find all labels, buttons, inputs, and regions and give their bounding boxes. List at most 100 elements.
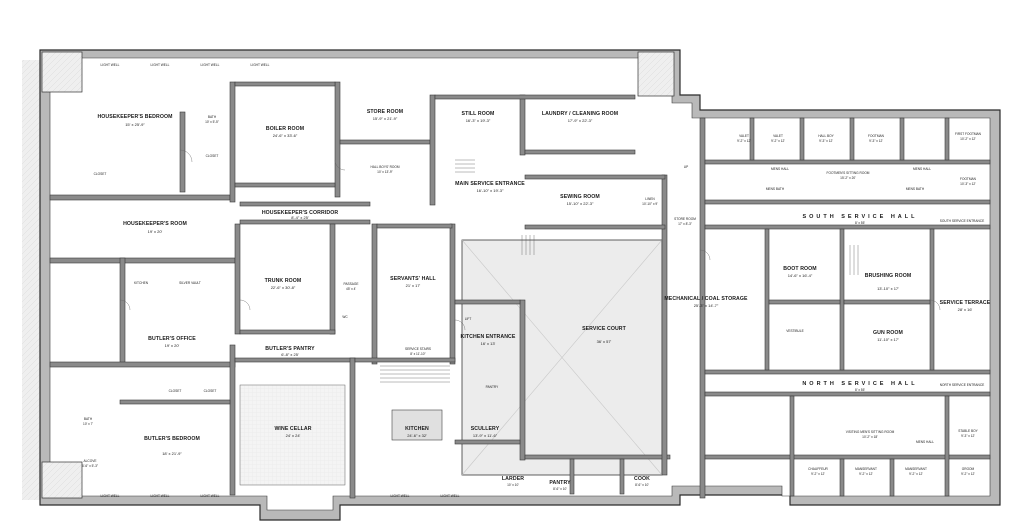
svg-text:LIGHT WELL: LIGHT WELL (441, 494, 460, 498)
svg-text:15'-2" x 20': 15'-2" x 20' (840, 176, 856, 180)
valet-1-label: VALET (739, 134, 749, 138)
kitchen-entrance-label: KITCHEN ENTRANCE (461, 334, 516, 340)
svg-text:15'-9" x 21'-9": 15'-9" x 21'-9" (373, 116, 398, 121)
svg-text:6'-8" x 25': 6'-8" x 25' (281, 352, 299, 357)
light-well-label: LIGHT WELL (101, 63, 120, 67)
service-terrace-label: SERVICE TERRACE (940, 300, 991, 306)
svg-text:19' x 20': 19' x 20' (148, 229, 163, 234)
svg-text:24' x 24': 24' x 24' (286, 433, 301, 438)
cook-label: COOK (634, 476, 650, 482)
wine-cellar-label: WINE CELLAR (274, 426, 311, 432)
valet-2-label: VALET (773, 134, 783, 138)
hall-boys-room-label: HALL BOYS' ROOM (370, 165, 399, 169)
svg-text:LIGHT WELL: LIGHT WELL (251, 63, 270, 67)
servants-hall-label: SERVANTS' HALL (390, 276, 436, 282)
svg-text:10' x 7': 10' x 7' (83, 422, 93, 426)
store-room-label: STORE ROOM (367, 109, 403, 115)
svg-text:8'-6" x 10': 8'-6" x 10' (553, 487, 567, 491)
butlers-bedroom-label: BUTLER'S BEDROOM (144, 436, 200, 442)
groom-label: GROOM (962, 467, 975, 471)
svg-text:8' x 55': 8' x 55' (855, 388, 865, 392)
mens-bath-label: MENS BATH (766, 187, 785, 191)
store-room-2-label: STORE ROOM (674, 217, 696, 221)
housekeepers-room-label: HOUSEKEEPER'S ROOM (123, 221, 187, 227)
south-service-hall-label: SOUTH SERVICE HALL (802, 214, 917, 220)
door-swings (119, 149, 941, 331)
wc-label: WC (342, 315, 348, 319)
visiting-mens-sitting-label: VISITING MEN'S SITTING ROOM (846, 430, 895, 434)
svg-text:9'-2" x 12': 9'-2" x 12' (859, 472, 873, 476)
svg-text:13'-9" x 11'-6": 13'-9" x 11'-6" (473, 433, 498, 438)
light-well-nw (41, 51, 83, 93)
svg-text:8' x 11'-10": 8' x 11'-10" (410, 352, 425, 356)
manservant-2-label: MANSERVANT (905, 467, 927, 471)
housekeepers-bedroom-label: HOUSEKEEPER'S BEDROOM (97, 114, 172, 120)
svg-text:13'-10" x 17': 13'-10" x 17' (877, 286, 899, 291)
svg-text:10'-2" x 12': 10'-2" x 12' (960, 137, 976, 141)
service-stairs-treads (380, 159, 859, 383)
svg-text:14'-6" x 16'-4": 14'-6" x 16'-4" (788, 273, 813, 278)
svg-text:17'-9" x 22'-3": 17'-9" x 22'-3" (568, 118, 593, 123)
svg-text:15' x 25'-9": 15' x 25'-9" (125, 122, 145, 127)
closet-b-label: CLOSET (94, 172, 107, 176)
north-service-hall-label: NORTH SERVICE HALL (802, 381, 917, 387)
closet-a-label: CLOSET (206, 154, 219, 158)
kitchen-island (391, 409, 443, 441)
svg-text:6'-6" x 5'-3": 6'-6" x 5'-3" (82, 464, 98, 468)
svg-text:8'-4" x 25': 8'-4" x 25' (291, 215, 309, 220)
svg-text:8'-6" x 10': 8'-6" x 10' (635, 483, 649, 487)
light-well-ne (637, 51, 675, 97)
svg-text:10' x 13'-9": 10' x 13'-9" (377, 170, 393, 174)
svg-text:36' x 57': 36' x 57' (597, 339, 612, 344)
vestibule-label: VESTIBULE (786, 329, 804, 333)
laundry-label: LAUNDRY / CLEANING ROOM (542, 111, 618, 117)
svg-text:LIGHT WELL: LIGHT WELL (101, 494, 120, 498)
svg-text:LIGHT WELL: LIGHT WELL (201, 494, 220, 498)
west-terrace (22, 60, 40, 500)
sewing-room-label: SEWING ROOM (560, 194, 600, 200)
footmens-sitting-label: FOOTMEN'S SITTING ROOM (827, 171, 870, 175)
linen-label: LINEN (645, 197, 655, 201)
svg-text:10'-3" x 12': 10'-3" x 12' (960, 182, 976, 186)
gun-room-label: GUN ROOM (873, 330, 903, 336)
still-room-label: STILL ROOM (462, 111, 495, 117)
up-label: UP (684, 165, 688, 169)
butlers-office-label: BUTLER'S OFFICE (148, 336, 196, 342)
svg-text:22'-6" x 30'-8": 22'-6" x 30'-8" (271, 285, 296, 290)
svg-text:8' x 55': 8' x 55' (855, 221, 865, 225)
lift-label: LIFT (465, 317, 472, 321)
first-footman-label: FIRST FOOTMAN (955, 132, 982, 136)
svg-text:LIGHT WELL: LIGHT WELL (151, 494, 170, 498)
closet-d-label: CLOSET (204, 389, 217, 393)
east-wing-walls (699, 117, 991, 499)
mens-hall-2-label: MENS HALL (913, 167, 931, 171)
mens-hall-1-label: MENS HALL (771, 167, 789, 171)
boot-room-label: BOOT ROOM (783, 266, 816, 272)
footman-2-label: FOOTMAN (960, 177, 977, 181)
svg-text:9'-2" x 12': 9'-2" x 12' (909, 472, 923, 476)
service-stairs-label: SERVICE STAIRS (405, 347, 431, 351)
svg-text:17' x 8'-3": 17' x 8'-3" (678, 222, 692, 226)
pantry-label: PANTRY (486, 385, 500, 389)
svg-text:9'-3" x 12': 9'-3" x 12' (819, 139, 833, 143)
svg-text:24'-6" x 33'-6": 24'-6" x 33'-6" (273, 133, 298, 138)
svg-text:10' x 10': 10' x 10' (507, 483, 519, 487)
svg-text:45' x 4': 45' x 4' (346, 287, 356, 291)
svg-text:9'-3" x 12': 9'-3" x 12' (961, 434, 975, 438)
svg-text:28' x 16': 28' x 16' (958, 307, 973, 312)
svg-text:9'-2" x 12': 9'-2" x 12' (737, 139, 751, 143)
light-well-sw (41, 461, 83, 499)
svg-text:MENS BATH: MENS BATH (906, 187, 925, 191)
closet-c-label: CLOSET (169, 389, 182, 393)
mechanical-label: MECHANICAL / COAL STORAGE (664, 296, 748, 302)
brushing-room-label: BRUSHING ROOM (865, 273, 912, 279)
silver-vault-label: SILVER VAULT (179, 281, 201, 285)
housekeepers-corridor-label: HOUSEKEEPER'S CORRIDOR (262, 210, 339, 216)
alcove-label: ALCOVE (84, 459, 97, 463)
boiler-room-label: BOILER ROOM (266, 126, 304, 132)
footman-1-label: FOOTMAN (868, 134, 885, 138)
svg-text:15'-10" x 22'-3": 15'-10" x 22'-3" (567, 201, 594, 206)
kitchen-small-label: KITCHEN (134, 281, 149, 285)
svg-text:9'-2" x 12': 9'-2" x 12' (771, 139, 785, 143)
